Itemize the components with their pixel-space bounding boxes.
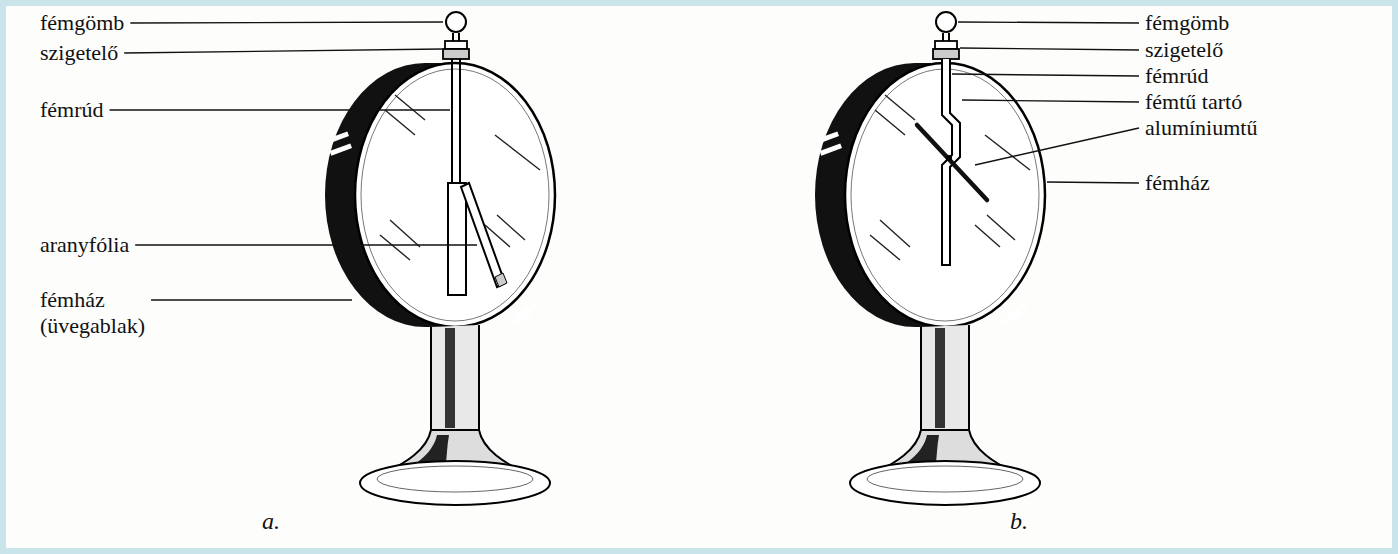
leader-line bbox=[1047, 182, 1139, 183]
part-label: fémgömb bbox=[40, 10, 124, 36]
part-label: fémház (üvegablak) bbox=[40, 287, 145, 339]
leader-line bbox=[958, 22, 1139, 23]
leader-line bbox=[960, 48, 1139, 50]
part-label: aranyfólia bbox=[40, 232, 129, 258]
part-label: fémrúd bbox=[40, 97, 104, 123]
part-label: szigetelő bbox=[1145, 37, 1223, 63]
leader-line bbox=[151, 299, 352, 300]
leader-line bbox=[962, 100, 1139, 102]
part-label: fémrúd bbox=[1145, 63, 1209, 89]
leader-line bbox=[124, 49, 442, 53]
part-label: fémház bbox=[1145, 170, 1210, 196]
leader-line bbox=[975, 128, 1139, 165]
part-label: fémtű tartó bbox=[1145, 89, 1242, 115]
figure-label: b. bbox=[1010, 508, 1028, 534]
part-label: alumíniumtű bbox=[1145, 115, 1257, 141]
leader-line bbox=[130, 22, 443, 23]
part-label: szigetelő bbox=[40, 40, 118, 66]
leader-line bbox=[135, 244, 477, 245]
leader-line bbox=[952, 74, 1139, 76]
leader-line bbox=[110, 109, 450, 110]
part-label: fémgömb bbox=[1145, 10, 1229, 36]
figure-label: a. bbox=[262, 508, 280, 534]
